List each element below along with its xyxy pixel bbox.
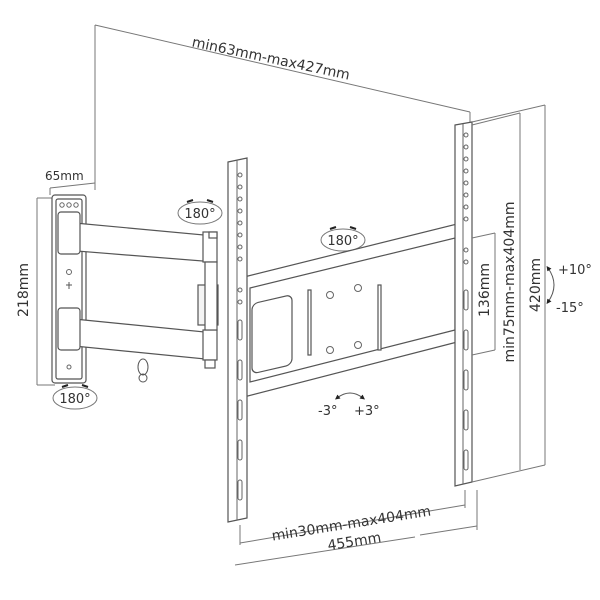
arm-extension-dimension: min63mm-max427mm	[94, 24, 471, 190]
horizontal-dimensions: min30mm-max404mm 455mm	[234, 490, 478, 566]
tilt-up-label: +10°	[558, 263, 592, 278]
wall-plate-depth-dimension: 65mm	[45, 169, 96, 195]
bracket-swivel-badge: 180°	[320, 226, 366, 252]
level-adjust-indicator: -3° +3°	[318, 392, 380, 419]
swing-arms	[57, 211, 219, 369]
vesa-vertical-label: min75mm-max404mm	[502, 201, 518, 362]
tilt-down-label: -15°	[556, 301, 584, 316]
vertical-dimensions: 136mm min75mm-max404mm 420mm	[471, 104, 546, 483]
arm-height-label: 136mm	[477, 263, 493, 317]
arm-swivel-label: 180°	[184, 207, 215, 222]
level-plus-label: +3°	[354, 404, 380, 419]
wall-swivel-label: 180°	[59, 392, 90, 407]
wall-plate-depth-label: 65mm	[45, 169, 84, 183]
arm-swivel-badge: 180°	[177, 199, 223, 225]
left-vertical-rail	[227, 157, 248, 523]
wall-plate-height-dimension: 218mm	[16, 197, 55, 386]
bracket-swivel-label: 180°	[327, 234, 358, 249]
tilt-indicator: +10° -15°	[546, 263, 592, 316]
level-minus-label: -3°	[318, 404, 337, 419]
wall-plate-height-label: 218mm	[16, 263, 32, 317]
wall-swivel-badge: 180°	[52, 384, 98, 410]
arm-extension-label: min63mm-max427mm	[190, 35, 351, 84]
overall-height-label: 420mm	[528, 258, 544, 312]
right-vertical-rail	[454, 121, 473, 487]
cable-clip	[137, 358, 149, 383]
